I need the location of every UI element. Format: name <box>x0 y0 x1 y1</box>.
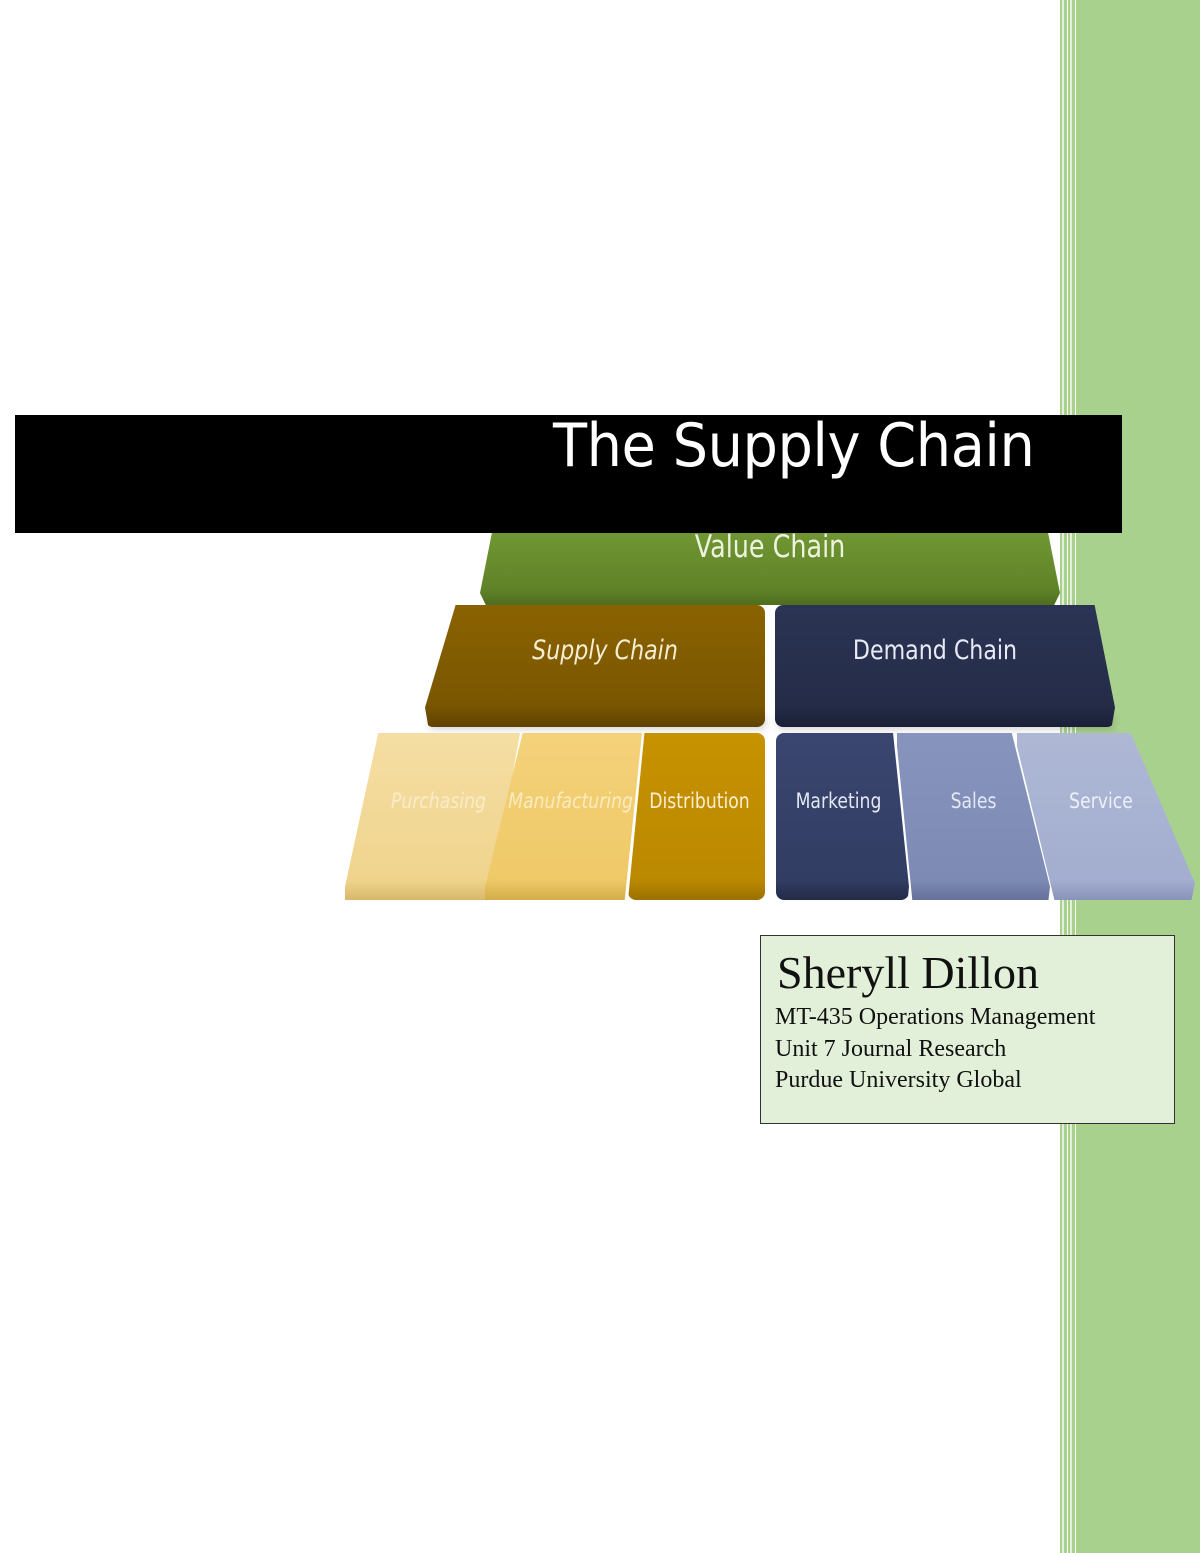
author-name: Sheryll Dillon <box>777 947 1039 998</box>
marketing-label: Marketing <box>795 789 882 813</box>
demand-chain-block: Demand Chain <box>775 605 1115 727</box>
distribution-label: Distribution <box>649 789 750 813</box>
assignment-line: Unit 7 Journal Research <box>775 1036 1007 1062</box>
value-chain-label: Value Chain <box>694 529 846 565</box>
manufacturing-label: Manufacturing <box>508 789 633 813</box>
course-line: MT-435 Operations Management <box>775 1004 1096 1030</box>
document-title: The Supply Chain <box>553 411 1035 481</box>
purchasing-label: Purchasing <box>391 789 486 813</box>
demand-chain-label: Demand Chain <box>852 635 1018 666</box>
distribution-block: Distribution <box>628 733 765 900</box>
sales-label: Sales <box>950 789 997 813</box>
service-label: Service <box>1069 789 1133 813</box>
author-info-box: Sheryll Dillon MT-435 Operations Managem… <box>760 935 1175 1124</box>
supply-chain-label: Supply Chain <box>532 635 678 666</box>
supply-chain-block: Supply Chain <box>425 605 765 727</box>
marketing-block: Marketing <box>776 733 909 900</box>
title-banner: The Supply Chain <box>15 411 1122 533</box>
school-line: Purdue University Global <box>775 1067 1022 1093</box>
